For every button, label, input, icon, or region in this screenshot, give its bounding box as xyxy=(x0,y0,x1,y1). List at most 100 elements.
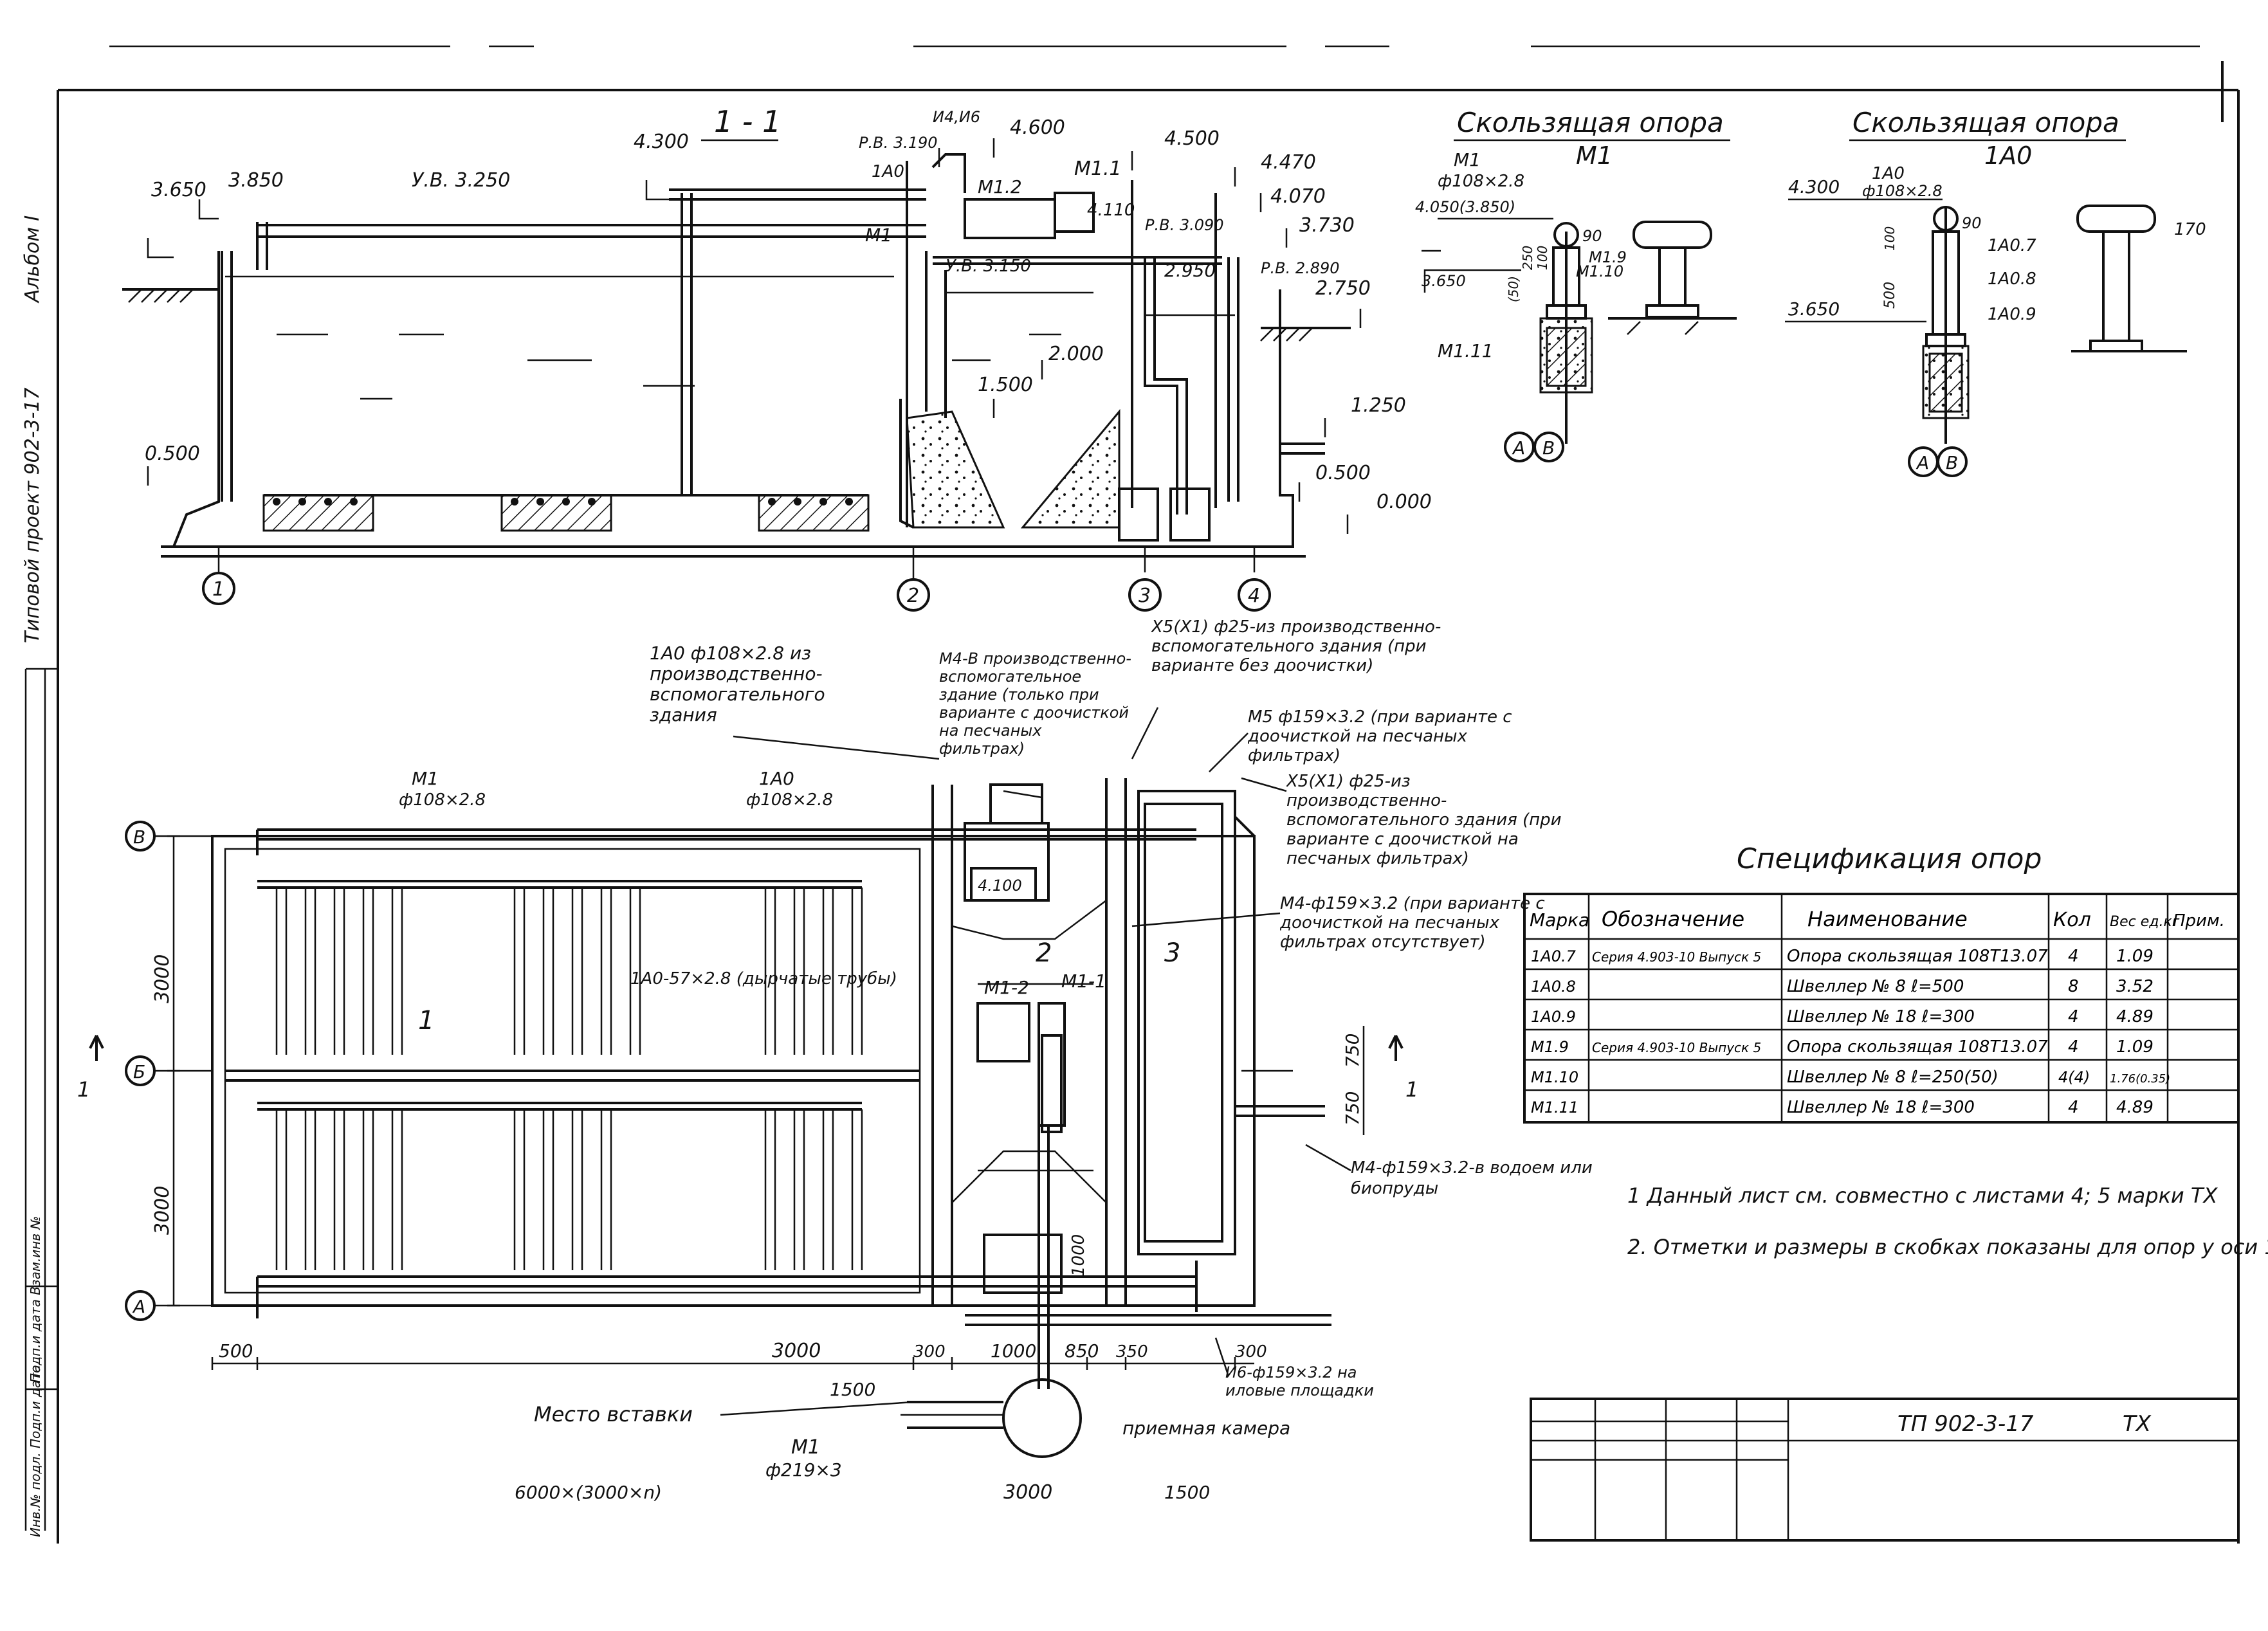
plan-1a0-pipe: ф108×2.8 xyxy=(746,790,833,810)
dim-h-500: 500 xyxy=(219,1340,253,1362)
level-uv3250: У.В. 3.250 xyxy=(412,169,510,192)
level-4500: 4.500 xyxy=(1164,127,1220,150)
svg-text:Б: Б xyxy=(133,1061,145,1082)
svg-text:М1.11: М1.11 xyxy=(1531,1098,1578,1116)
notes: 1 Данный лист см. совместно с листами 4;… xyxy=(1627,1183,2268,1259)
callout-i6-sludge: И6-ф159×3.2 на иловые площадки xyxy=(1225,1363,1374,1399)
project-label: Типовой проект 902-3-17 xyxy=(21,387,44,643)
spec-h-note: Прим. xyxy=(2173,911,2225,931)
plan-m1-pipe: ф108×2.8 xyxy=(399,790,486,810)
1a0-pipe: ф108×2.8 xyxy=(1862,182,1943,200)
spec-title: Спецификация опор xyxy=(1737,843,2042,875)
plan-inlet-m1: М1 xyxy=(791,1436,820,1459)
svg-text:1А0.7: 1А0.7 xyxy=(1531,947,1577,965)
svg-text:2: 2 xyxy=(907,585,919,607)
level-1500: 1.500 xyxy=(978,374,1033,396)
level-3730: 3.730 xyxy=(1299,214,1355,237)
level-rv2890: Р.В. 2.890 xyxy=(1261,259,1340,277)
album-label: Альбом I xyxy=(21,215,44,304)
plan-axis-a: А xyxy=(125,1290,156,1321)
label-m11: М1.1 xyxy=(1074,158,1122,180)
plan-view: В Б А 1 1 3000 3000 750 750 1000 500 300… xyxy=(77,617,1593,1504)
titleblock-code: ТП 902-3-17 xyxy=(1898,1411,2034,1437)
1a0-9: 1А0.9 xyxy=(1988,305,2036,324)
dim-h-300-a: 300 xyxy=(913,1342,946,1362)
support-1a0-title: Скользящая опора xyxy=(1852,107,2119,138)
svg-text:М1.10: М1.10 xyxy=(1531,1068,1578,1086)
callout-x5-with-treat: Х5(Х1) ф25-из производственно-вспомогате… xyxy=(1286,772,1562,868)
svg-text:1: 1 xyxy=(212,578,224,601)
dim-h-850: 850 xyxy=(1065,1340,1099,1362)
level-0500-left: 0.500 xyxy=(145,442,200,465)
label-1a0: 1А0 xyxy=(872,162,904,181)
spec-h-mark: Марка xyxy=(1530,909,1589,931)
m1-dim-250: 250 xyxy=(1520,246,1535,270)
svg-text:Швеллер № 18 ℓ=300: Швеллер № 18 ℓ=300 xyxy=(1787,1007,1975,1026)
section-title: 1 - 1 xyxy=(714,104,781,139)
svg-text:М1.9: М1.9 xyxy=(1531,1038,1569,1056)
svg-text:1А0.9: 1А0.9 xyxy=(1531,1008,1576,1026)
plan-m1-2: М1-2 xyxy=(984,977,1029,998)
level-2000: 2.000 xyxy=(1048,343,1104,365)
level-4470: 4.470 xyxy=(1261,151,1316,174)
svg-text:4: 4 xyxy=(2068,1098,2079,1117)
m1-axis-a: А xyxy=(1504,432,1535,462)
level-4600: 4.600 xyxy=(1010,116,1065,139)
svg-text:8: 8 xyxy=(2068,977,2079,996)
m1-dim-50: (50) xyxy=(1506,276,1521,302)
note-1: 1 Данный лист см. совместно с листами 4;… xyxy=(1627,1183,2218,1208)
support-m1-subtitle: М1 xyxy=(1576,141,1613,170)
stamp-low-label: Подп.и дата Взам.инв № xyxy=(28,1216,43,1383)
section-mark-right: 1 xyxy=(1405,1077,1418,1102)
section-axis-3: 3 xyxy=(1128,578,1162,612)
svg-text:Швеллер № 8 ℓ=500: Швеллер № 8 ℓ=500 xyxy=(1787,977,1964,996)
callout-m4-reservoir: М4-ф159×3.2-в водоем или биопруды xyxy=(1351,1158,1593,1198)
stamp-bottom-label: Инв.№ подл. Подп.и дата xyxy=(28,1365,43,1537)
plan-zone-1: 1 xyxy=(418,1006,434,1035)
m1-dim-100: 100 xyxy=(1535,246,1550,270)
level-3650: 3.650 xyxy=(151,179,206,201)
level-uv3150: У.В. 3.150 xyxy=(946,257,1031,276)
title-block: ТП 902-3-17 ТХ xyxy=(1530,1398,2240,1542)
svg-text:4.89: 4.89 xyxy=(2116,1007,2154,1026)
level-0500-right: 0.500 xyxy=(1315,462,1371,484)
titleblock-mark: ТХ xyxy=(2123,1411,2152,1437)
label-m12: М1.2 xyxy=(978,176,1022,197)
section-mark-left: 1 xyxy=(77,1077,90,1102)
dim-h-350: 350 xyxy=(1116,1342,1148,1362)
note-2: 2. Отметки и размеры в скобках показаны … xyxy=(1627,1235,2268,1259)
svg-text:3: 3 xyxy=(1139,585,1151,607)
m1-label: М1 xyxy=(1454,149,1481,170)
plan-axis-b: Б xyxy=(125,1055,156,1086)
svg-text:Швеллер № 8 ℓ=250(50): Швеллер № 8 ℓ=250(50) xyxy=(1787,1068,1998,1087)
dim-h-300-b: 300 xyxy=(1235,1342,1267,1362)
m1-90: 90 xyxy=(1582,227,1602,245)
plan-level-4100: 4.100 xyxy=(978,877,1022,895)
side-strip: Альбом I Типовой проект 902-3-17 Подп.и … xyxy=(21,215,58,1537)
plan-perforated: 1А0-57×2.8 (дырчатые трубы) xyxy=(630,969,897,989)
svg-text:1А0.8: 1А0.8 xyxy=(1531,978,1576,996)
support-1a0-detail: Скользящая опора 1А0 4.300 1А0 ф108×2.8 … xyxy=(1785,107,2206,477)
dim-v-750-a: 750 xyxy=(1342,1034,1363,1068)
svg-text:А: А xyxy=(1512,437,1525,459)
section-1-1: 1 - 1 xyxy=(122,104,1432,612)
spec-h-designation: Обозначение xyxy=(1602,907,1744,931)
m1-level-3650: 3.650 xyxy=(1422,272,1466,290)
plan-receiving-chamber: приемная камера xyxy=(1122,1417,1290,1439)
callout-x5-no-treat: Х5(Х1) ф25-из производственно-вспомогате… xyxy=(1151,617,1441,675)
level-4110: 4.110 xyxy=(1087,201,1135,220)
1a0-dim-100: 100 xyxy=(1882,226,1898,251)
support-1a0-subtitle: 1А0 xyxy=(1984,141,2032,170)
svg-text:В: В xyxy=(133,826,145,848)
svg-text:А: А xyxy=(1916,452,1929,473)
m1-axis-b: В xyxy=(1533,432,1564,462)
level-0000: 0.000 xyxy=(1376,491,1432,513)
spec-row: М1.9 Серия 4.903-10 Выпуск 5 Опора сколь… xyxy=(1531,1037,2154,1057)
svg-text:4: 4 xyxy=(2068,1037,2079,1057)
dim-v-750-b: 750 xyxy=(1342,1091,1363,1125)
svg-text:А: А xyxy=(132,1296,145,1317)
svg-text:В: В xyxy=(1946,452,1958,473)
svg-text:4.89: 4.89 xyxy=(2116,1098,2154,1117)
m1-10: М1.10 xyxy=(1576,262,1623,280)
